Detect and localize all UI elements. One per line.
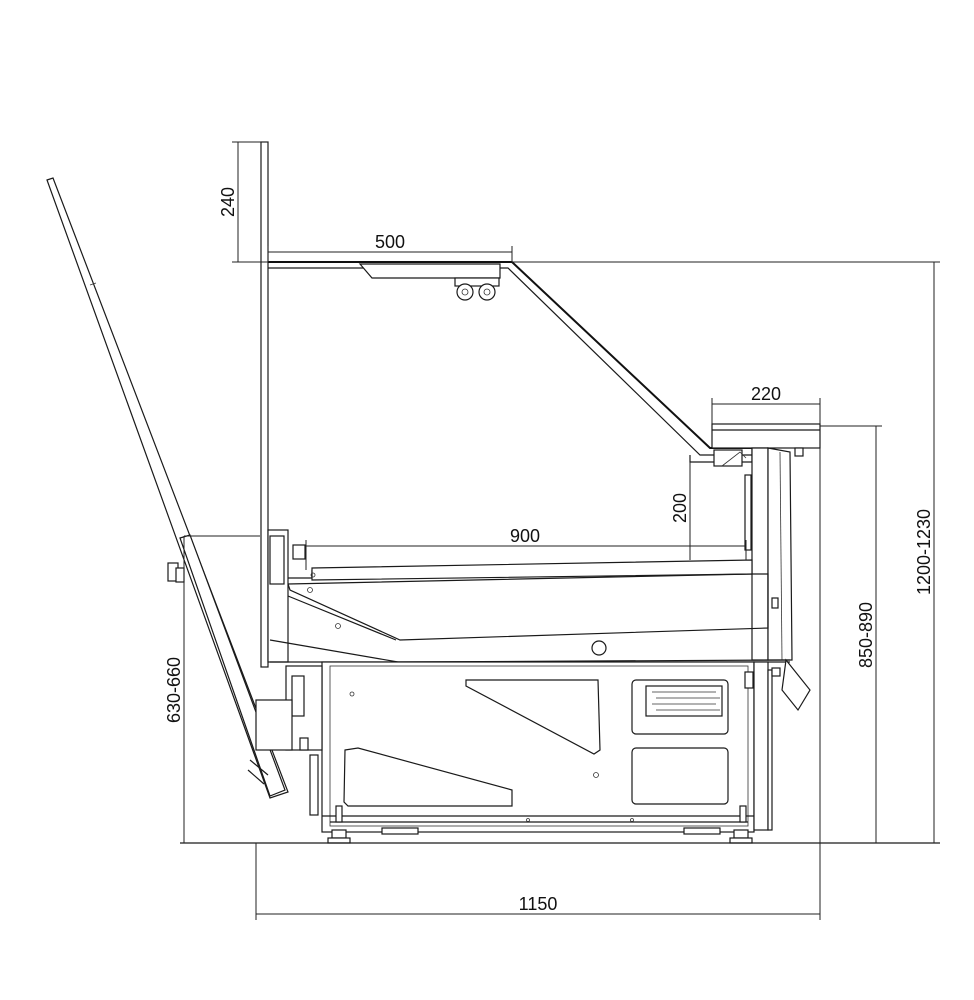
dimension-labels: 240 500 220 1200-1230 850-890 900 200 63… <box>164 187 934 914</box>
front-column <box>689 447 793 661</box>
dimension-top-height: 240 <box>218 187 238 217</box>
dimension-display-height: 200 <box>670 493 690 523</box>
light-fixture <box>454 277 500 301</box>
dimension-shelf-depth: 220 <box>751 384 781 404</box>
dimension-total-depth: 1150 <box>519 894 558 914</box>
dimension-lines <box>183 141 940 920</box>
dimension-top-depth: 500 <box>375 232 405 252</box>
dimension-counter-height: 850-890 <box>856 602 876 668</box>
top-serving-shelf <box>711 423 821 457</box>
display-tub <box>267 529 791 663</box>
adjustable-feet <box>327 827 753 844</box>
dimension-display-depth: 900 <box>510 526 540 546</box>
rear-glass-panel <box>260 141 269 668</box>
base-cabinet <box>255 658 811 844</box>
front-glass-canopy <box>268 261 758 456</box>
dimension-total-height: 1200-1230 <box>914 509 934 595</box>
dimension-door-height: 630-660 <box>164 657 184 723</box>
ventilation-slots <box>652 691 720 711</box>
